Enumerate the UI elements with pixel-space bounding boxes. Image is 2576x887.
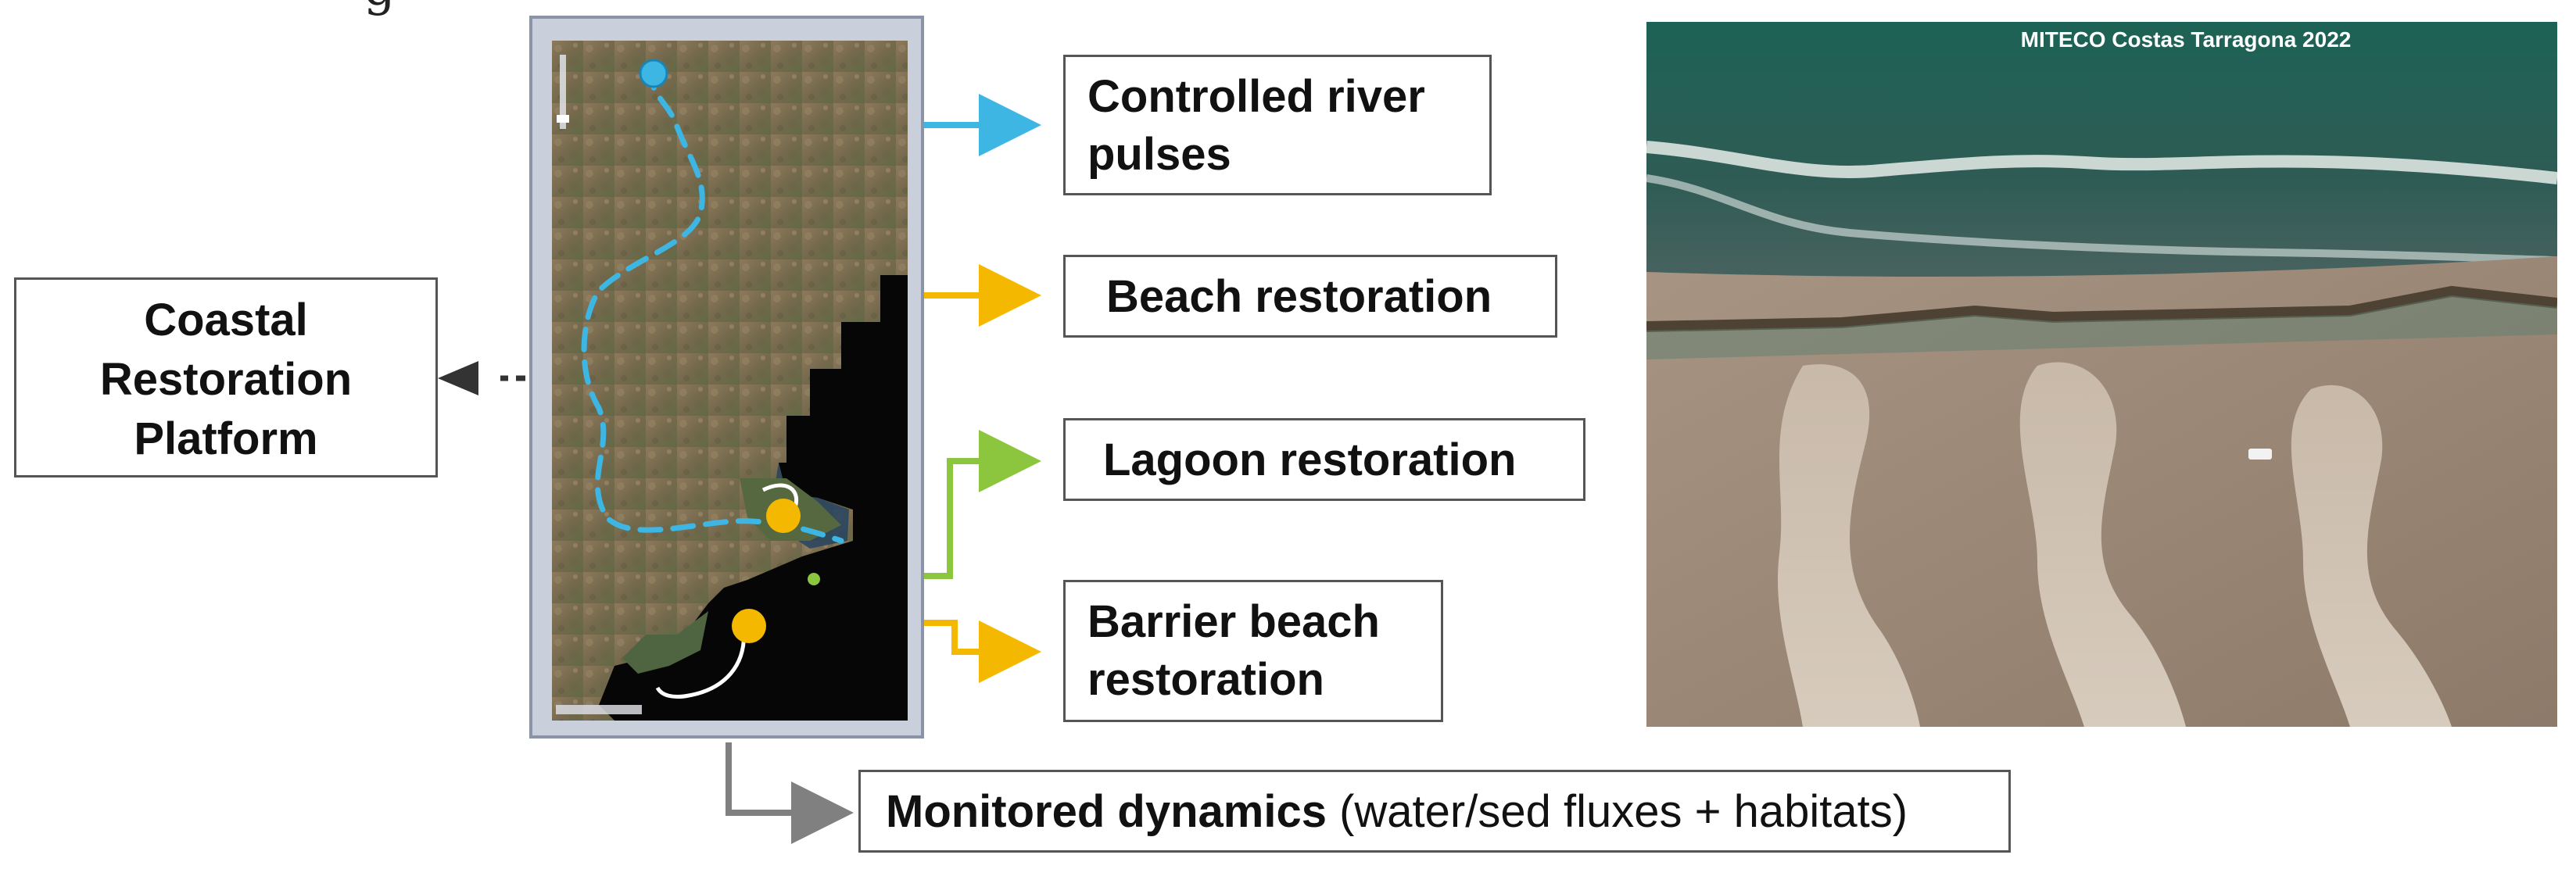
zoom-slider[interactable]	[560, 55, 566, 129]
map-sea	[599, 275, 908, 721]
white-barrier-arc	[655, 626, 747, 699]
coastal-restoration-platform-box: Coastal Restoration Platform	[14, 277, 438, 477]
barrier-beach-line-1: Barrier beach	[1087, 596, 1380, 647]
photo-channel-2	[2019, 362, 2186, 727]
barrier-beach-restoration-box: Barrier beach restoration	[1063, 580, 1443, 722]
photo-caption: MITECO Costas Tarragona 2022	[2021, 27, 2352, 52]
white-beach-arc	[761, 483, 799, 510]
lagoon-restoration-box: Lagoon restoration	[1063, 418, 1585, 501]
photo-channel-3	[2291, 384, 2452, 727]
photo-surf-1	[1646, 141, 2557, 184]
barrier-beach-line-2: restoration	[1087, 654, 1324, 705]
river-pulses-line-2: pulses	[1087, 129, 1231, 180]
lagoon-restoration-label: Lagoon restoration	[1103, 435, 1517, 485]
map-delta-south	[622, 611, 708, 674]
clipped-caption: g	[0, 0, 469, 20]
photo-fence-greenband	[1646, 295, 2557, 359]
clipped-caption-letter: g	[364, 0, 396, 17]
aerial-beach-photo: MITECO Costas Tarragona 2022	[1646, 22, 2557, 727]
monitoring-connector	[726, 742, 854, 844]
monitored-dynamics-detail: (water/sed fluxes + habitats)	[1326, 786, 1908, 837]
photo-fence	[1646, 285, 2557, 332]
photo-channel-1	[1777, 364, 1920, 727]
barrier-beach-marker	[732, 609, 766, 643]
river-pulses-line-1: Controlled river	[1087, 71, 1425, 122]
platform-line-1: Coastal	[144, 295, 308, 345]
photo-vehicle	[2248, 449, 2272, 460]
platform-arrowhead	[438, 361, 478, 395]
map-panel	[529, 16, 924, 739]
river-pulse-marker	[639, 59, 668, 88]
photo-sea	[1646, 22, 2557, 288]
lagoon-marker	[808, 573, 820, 585]
river-dashed-route	[581, 65, 844, 544]
photo-surf-2	[1646, 174, 2557, 264]
controlled-river-pulses-box: Controlled river pulses	[1063, 55, 1492, 195]
scale-bar	[556, 705, 642, 714]
zoom-slider-handle[interactable]	[557, 115, 569, 123]
monitored-dynamics-box: Monitored dynamics (water/sed fluxes + h…	[858, 770, 2011, 853]
beach-marker	[766, 499, 801, 533]
beach-restoration-label: Beach restoration	[1106, 271, 1492, 322]
monitored-dynamics-bold: Monitored dynamics	[886, 786, 1327, 837]
beach-restoration-box: Beach restoration	[1063, 255, 1557, 338]
platform-line-2: Restoration	[99, 354, 353, 405]
platform-line-3: Platform	[134, 413, 318, 464]
satellite-map	[552, 41, 908, 721]
